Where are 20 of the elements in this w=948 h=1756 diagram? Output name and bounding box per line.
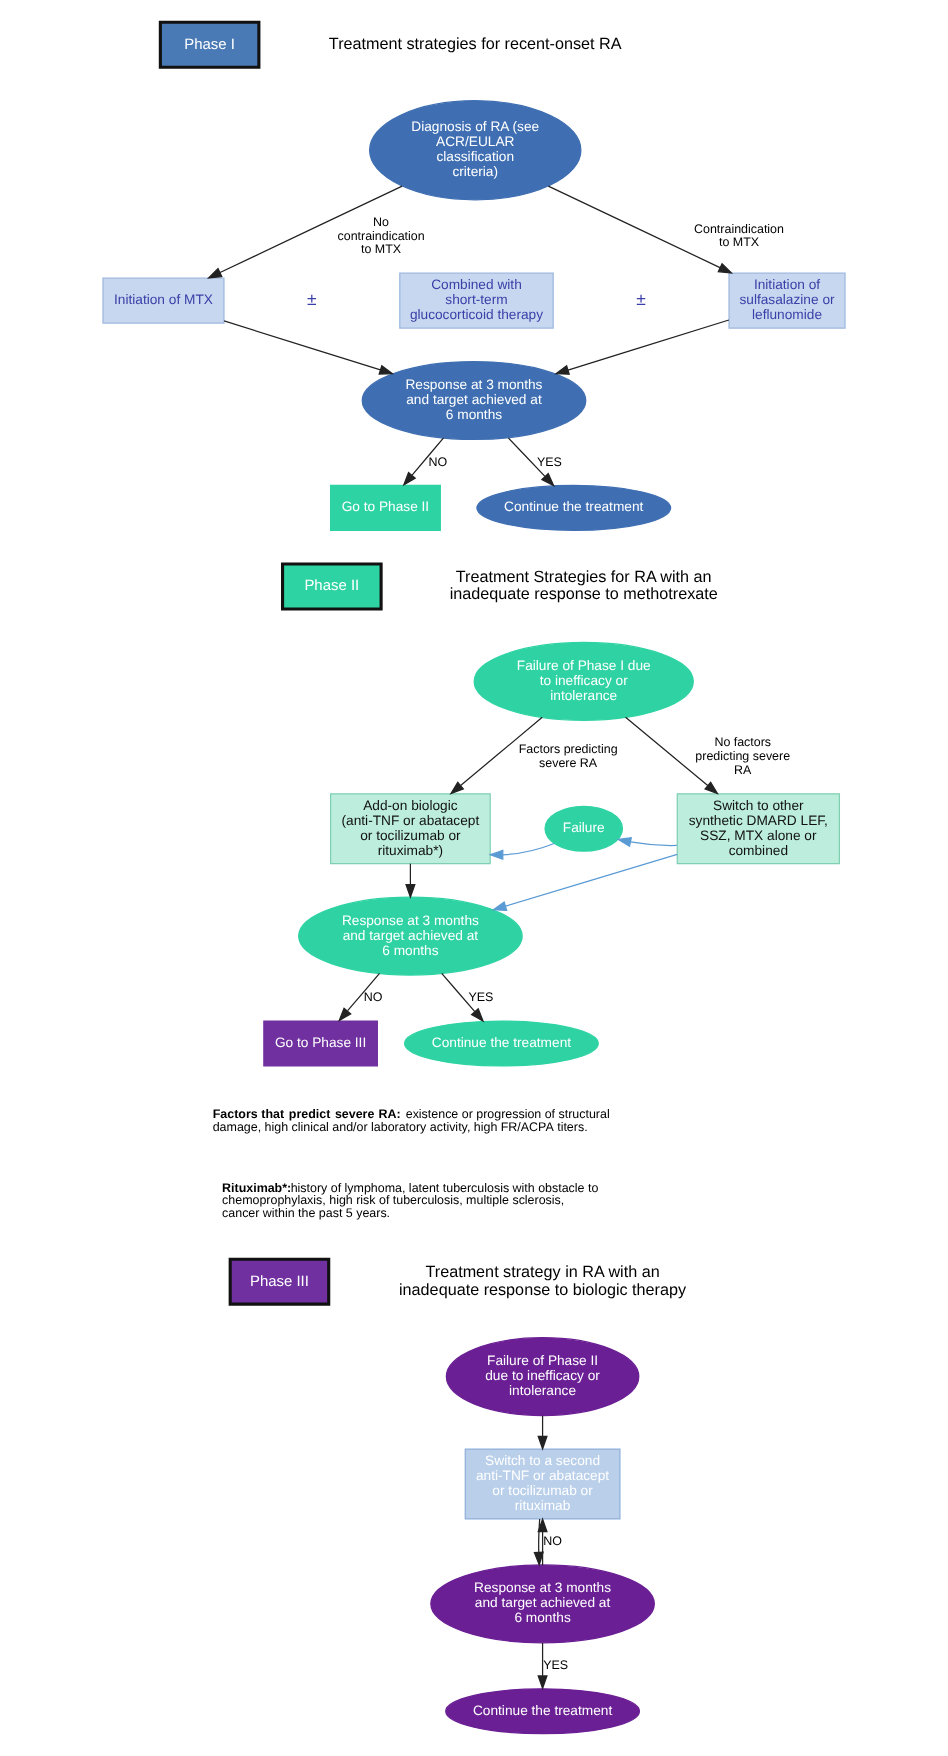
arrow — [491, 853, 678, 912]
label: ± — [636, 289, 646, 310]
arrow — [537, 1415, 548, 1451]
arrow — [449, 716, 543, 795]
arrow — [488, 842, 555, 861]
arrow — [554, 319, 730, 375]
arrow — [616, 836, 678, 848]
arrow — [624, 716, 719, 795]
arrow — [402, 437, 445, 487]
arrow — [533, 1518, 544, 1567]
arrow — [547, 185, 734, 274]
arrow — [405, 863, 416, 900]
arrow — [441, 972, 485, 1023]
arrow — [537, 1517, 548, 1566]
arrow — [338, 972, 381, 1022]
arrow — [206, 185, 403, 279]
arrow — [223, 320, 395, 375]
arrow — [507, 437, 555, 487]
label: ± — [307, 289, 317, 310]
arrow — [537, 1642, 548, 1691]
